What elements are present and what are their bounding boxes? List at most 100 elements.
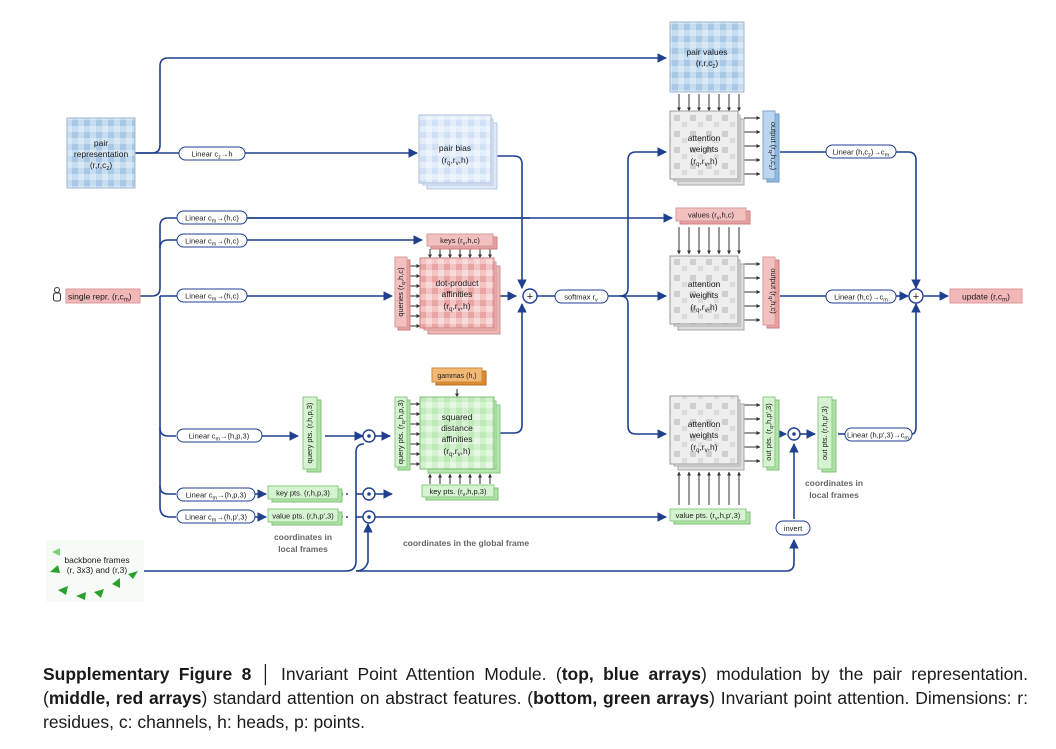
pair-representation-label-1: pair <box>94 138 108 148</box>
caption-text-1: Invariant Point Attention Module. ( <box>281 664 562 684</box>
caption-separator: │ <box>251 664 282 684</box>
svg-text:update (r,cm): update (r,cm) <box>962 292 1010 304</box>
linear-pair-to-bias: Linear cz→h <box>178 146 246 161</box>
apply-frame-op-key <box>362 487 376 501</box>
svg-text:local frames: local frames <box>278 544 328 554</box>
svg-text:softmax rv: softmax rv <box>564 293 598 304</box>
attention-weights-array-middle: attention weights (rq,rv,h) <box>669 255 745 331</box>
svg-text:Linear cm→(h,c): Linear cm→(h,c) <box>185 292 239 303</box>
svg-text:+: + <box>913 291 919 303</box>
svg-text:query pts. (rq,h,p,3): query pts. (rq,h,p,3) <box>396 399 407 464</box>
value-points-local-array: value pts. (r,h,p',3) <box>267 508 343 526</box>
svg-text:distance: distance <box>441 423 473 433</box>
svg-text:(rq,rv,h): (rq,rv,h) <box>443 446 470 458</box>
query-points-local-array: query pts. (r,h,p,3) <box>302 396 322 473</box>
svg-text:attention: attention <box>688 419 721 429</box>
dot-product-affinities-array: dot-product affinities (rq,rv,h) <box>419 257 501 335</box>
arrow-bundles <box>410 94 761 505</box>
svg-text:dot-product: dot-product <box>436 278 480 288</box>
pair-representation-label-3: (r,r,cz) <box>90 160 113 172</box>
pair-values-array: pair values (r,r,cz) <box>669 21 745 93</box>
linear-query-points: Linear cm→(h,p,3) <box>176 428 263 443</box>
output-pair-array: output (rq,h,cz) <box>762 110 780 183</box>
svg-text:value pts. (r,h,p',3): value pts. (r,h,p',3) <box>272 512 334 521</box>
linear-value-points: Linear cm→(h,p',3) <box>176 509 256 524</box>
key-points-global-array: key pts. (rv,h,p,3) <box>421 484 499 501</box>
svg-text:key pts. (rv,h,p,3): key pts. (rv,h,p,3) <box>430 487 487 498</box>
caption-text-4: ) Invariant point attention. Dimensions:… <box>43 688 1028 732</box>
backbone-frames-icon <box>50 548 138 600</box>
ipa-diagram: pair representation (r,r,cz) single repr… <box>46 21 1023 602</box>
linear-key-points: Linear cm→(h,p,3) <box>176 487 256 502</box>
svg-text:attention: attention <box>688 279 721 289</box>
svg-text:(r,r,cz): (r,r,cz) <box>696 58 719 70</box>
svg-text:Linear (h,cz)→cm: Linear (h,cz)→cm <box>833 148 890 159</box>
svg-text:out pts. (rq,h,p',3): out pts. (rq,h,p',3) <box>764 403 775 461</box>
pair-representation-array: pair representation (r,r,cz) <box>66 117 136 189</box>
svg-text:output (rq,h,c): output (rq,h,c) <box>767 268 778 314</box>
linear-output-single: Linear (h,c)→cm <box>825 289 897 304</box>
svg-text:affinities: affinities <box>441 289 472 299</box>
pair-representation-label-2: representation <box>74 149 129 159</box>
note-local-frames-left: coordinates in local frames <box>274 532 332 554</box>
backbone-frames-input: backbone frames (r, 3x3) and (r,3) <box>46 540 144 602</box>
note-local-frames-right: coordinates in local frames <box>805 478 863 500</box>
svg-text:(rq,rv,h): (rq,rv,h) <box>690 442 717 454</box>
key-points-local-array: key pts. (r,h,p,3) <box>267 485 343 503</box>
note-global-frame: coordinates in the global frame <box>403 538 529 548</box>
update-output: update (r,cm) <box>949 288 1023 304</box>
svg-text:keys (rv,h,c): keys (rv,h,c) <box>440 236 480 247</box>
queries-array: queries (rq,h,c) <box>394 256 411 331</box>
linear-queries: Linear cm→(h,c) <box>176 288 248 303</box>
svg-text:weights: weights <box>689 290 719 300</box>
caption-text-2: ) modulation by the pair representation.… <box>43 664 1028 708</box>
svg-text:Linear cm→(h,c): Linear cm→(h,c) <box>185 214 239 225</box>
svg-text:(rq,rv,h): (rq,rv,h) <box>690 156 717 168</box>
svg-text:pair values: pair values <box>686 47 727 57</box>
caption-bold-top: top, blue arrays <box>561 664 702 684</box>
svg-text:attention: attention <box>688 133 721 143</box>
svg-text:local frames: local frames <box>809 490 859 500</box>
svg-text:value pts. (rv,h,p',3): value pts. (rv,h,p',3) <box>676 511 741 522</box>
apply-frame-op-output <box>787 427 801 441</box>
output-single-array: output (rq,h,c) <box>762 256 780 329</box>
caption-bold-bottom: bottom, green arrays <box>533 688 710 708</box>
backbone-frames-label-2: (r, 3x3) and (r,3) <box>67 565 128 575</box>
svg-text:Linear cm→(h,p',3): Linear cm→(h,p',3) <box>185 513 247 524</box>
linear-keys: Linear cm→(h,c) <box>176 233 248 248</box>
linear-output-pair: Linear (h,cz)→cm <box>825 144 897 159</box>
values-array: values (rv,h,c) <box>675 207 751 225</box>
svg-text:weights: weights <box>689 430 719 440</box>
svg-text:(rq,rv,h): (rq,rv,h) <box>690 302 717 314</box>
svg-text:(rq,rv,h): (rq,rv,h) <box>443 301 470 313</box>
svg-text:(rq,rv,h): (rq,rv,h) <box>441 155 468 167</box>
svg-text:queries (rq,h,c): queries (rq,h,c) <box>396 267 407 317</box>
value-points-global-array: value pts. (rv,h,p',3) <box>669 508 751 525</box>
svg-text:Linear cm→(h,p,3): Linear cm→(h,p,3) <box>189 432 250 443</box>
pair-bias-array: pair bias (rq,rv,h) <box>418 114 498 190</box>
svg-text:values (rv,h,c): values (rv,h,c) <box>688 211 735 222</box>
svg-text:key pts. (r,h,p,3): key pts. (r,h,p,3) <box>276 489 330 498</box>
svg-text:Linear cm→(h,p,3): Linear cm→(h,p,3) <box>186 491 247 502</box>
person-icon <box>53 287 61 302</box>
svg-text:pair bias: pair bias <box>439 143 471 153</box>
linear-values: Linear cm→(h,c) <box>176 210 248 225</box>
keys-array: keys (rv,h,c) <box>426 233 498 250</box>
linear-output-points: Linear (h,p',3)→cm <box>844 427 913 442</box>
apply-frame-op-value <box>362 510 376 524</box>
svg-text:query pts. (r,h,p,3): query pts. (r,h,p,3) <box>305 402 314 463</box>
single-repr-label: single repr. (r,cm) <box>68 292 132 304</box>
apply-frame-op-query <box>362 429 376 443</box>
attention-weights-array-bottom: attention weights (rq,rv,h) <box>669 395 745 471</box>
single-repr-input: single repr. (r,cm) <box>53 287 141 304</box>
squared-distance-affinities-array: squared distance affinities (rq,rv,h) <box>419 396 501 474</box>
svg-text:invert: invert <box>784 524 803 533</box>
svg-text:gammas (h,): gammas (h,) <box>437 373 476 380</box>
svg-text:out pts. (r,h,p',3): out pts. (r,h,p',3) <box>820 406 829 460</box>
caption-bold-middle: middle, red arrays <box>48 688 202 708</box>
plus-op-right: + <box>908 288 924 304</box>
caption-label: Supplementary Figure 8 <box>43 664 252 684</box>
svg-text:squared: squared <box>442 412 473 422</box>
svg-text:Linear (h,p',3)→cm: Linear (h,p',3)→cm <box>847 431 909 442</box>
svg-text:Linear (h,c)→cm: Linear (h,c)→cm <box>834 293 888 304</box>
